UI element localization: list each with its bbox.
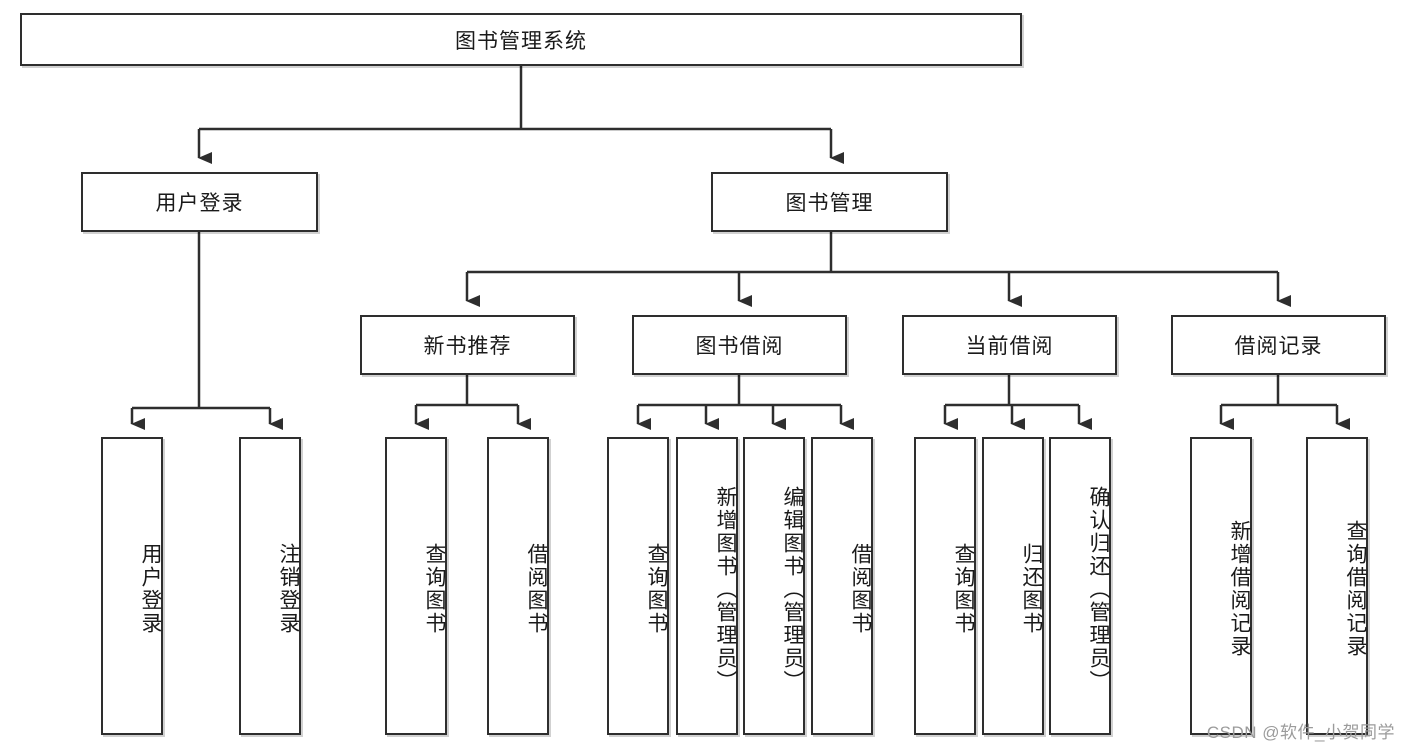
leaf-query-book-2-label: 查询图书 — [645, 543, 668, 635]
leaf-query-book-1[interactable]: 查询图书 — [385, 437, 447, 735]
leaf-query-book-1-label: 查询图书 — [423, 543, 446, 635]
leaf-user-login-label: 用户登录 — [139, 543, 162, 635]
leaf-add-record[interactable]: 新增借阅记录 — [1190, 437, 1252, 735]
node-book-borrow[interactable]: 图书借阅 — [632, 315, 847, 375]
leaf-confirm-return-label: 确认归还（管理员） — [1087, 485, 1110, 693]
leaf-logout-label: 注销登录 — [277, 543, 300, 635]
node-current-borrow[interactable]: 当前借阅 — [902, 315, 1117, 375]
leaf-edit-book-label: 编辑图书（管理员） — [781, 485, 804, 693]
leaf-return-book[interactable]: 归还图书 — [982, 437, 1044, 735]
leaf-user-login[interactable]: 用户登录 — [101, 437, 163, 735]
watermark: CSDN @软件_小贺同学 — [1206, 723, 1395, 742]
leaf-add-book-label: 新增图书（管理员） — [714, 485, 737, 693]
leaf-borrow-book-1[interactable]: 借阅图书 — [487, 437, 549, 735]
node-current-borrow-label: 当前借阅 — [965, 335, 1054, 358]
leaf-query-book-2[interactable]: 查询图书 — [607, 437, 669, 735]
leaf-add-record-label: 新增借阅记录 — [1228, 520, 1251, 658]
node-user-login[interactable]: 用户登录 — [81, 172, 318, 232]
node-root[interactable]: 图书管理系统 — [20, 13, 1022, 66]
node-borrow-record-label: 借阅记录 — [1234, 335, 1323, 358]
leaf-logout[interactable]: 注销登录 — [239, 437, 301, 735]
node-book-borrow-label: 图书借阅 — [695, 335, 784, 358]
leaf-query-book-3[interactable]: 查询图书 — [914, 437, 976, 735]
leaf-query-book-3-label: 查询图书 — [952, 543, 975, 635]
node-borrow-record[interactable]: 借阅记录 — [1171, 315, 1386, 375]
node-root-label: 图书管理系统 — [455, 29, 587, 53]
node-book-manage-label: 图书管理 — [785, 192, 874, 215]
leaf-return-book-label: 归还图书 — [1020, 543, 1043, 635]
leaf-borrow-book-2-label: 借阅图书 — [849, 543, 872, 635]
leaf-borrow-book-2[interactable]: 借阅图书 — [811, 437, 873, 735]
leaf-edit-book[interactable]: 编辑图书（管理员） — [743, 437, 805, 735]
node-new-book-rec-label: 新书推荐 — [423, 335, 512, 358]
leaf-borrow-book-1-label: 借阅图书 — [525, 543, 548, 635]
leaf-query-record-label: 查询借阅记录 — [1344, 520, 1367, 658]
leaf-query-record[interactable]: 查询借阅记录 — [1306, 437, 1368, 735]
node-user-login-label: 用户登录 — [155, 192, 244, 215]
leaf-confirm-return[interactable]: 确认归还（管理员） — [1049, 437, 1111, 735]
leaf-add-book[interactable]: 新增图书（管理员） — [676, 437, 738, 735]
node-new-book-rec[interactable]: 新书推荐 — [360, 315, 575, 375]
node-book-manage[interactable]: 图书管理 — [711, 172, 948, 232]
